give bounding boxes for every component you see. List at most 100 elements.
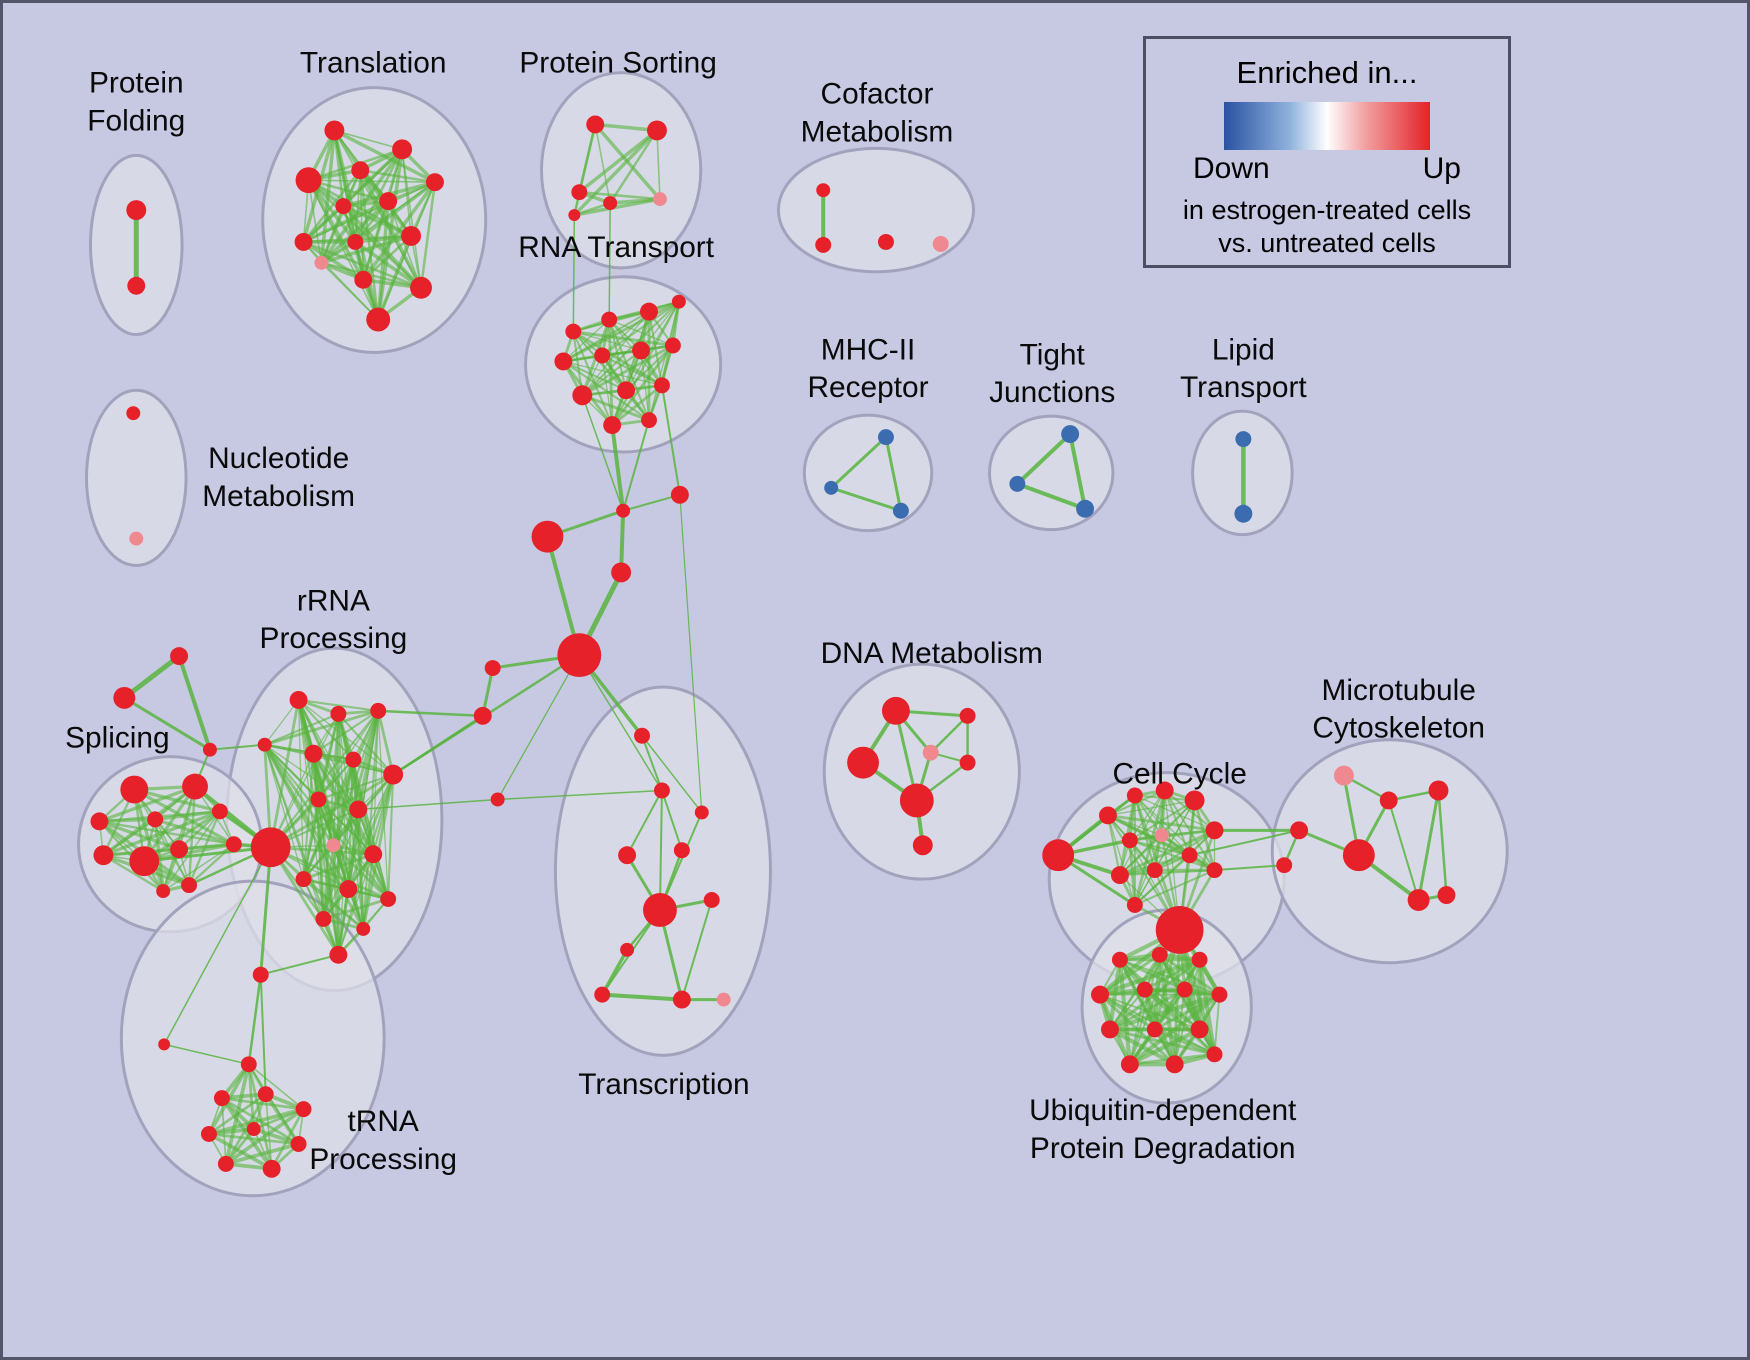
edge-c9-mc4 <box>1188 829 1301 857</box>
edge-mc2-mc6 <box>1387 799 1420 902</box>
node-rt11 <box>653 377 670 394</box>
edge-tr2-tr3 <box>122 696 212 752</box>
node-r4 <box>257 737 272 752</box>
edge-rt4-rt13 <box>648 301 680 421</box>
node-tc6 <box>643 893 677 927</box>
node-t4 <box>392 139 413 160</box>
node-u10 <box>1190 1020 1209 1039</box>
node-s4 <box>147 811 164 828</box>
node-c6 <box>1205 821 1224 840</box>
node-ps2 <box>647 120 667 141</box>
edge-tr1-tr3 <box>177 654 212 752</box>
node-t6 <box>335 198 352 215</box>
edge-r7-r8 <box>269 773 395 849</box>
edge-rt4-rt9 <box>581 300 680 397</box>
edge-t10-t12 <box>361 234 413 282</box>
edge-r15-r16 <box>322 897 390 921</box>
node-rt8 <box>664 337 681 354</box>
edge-t3-t8 <box>302 168 362 244</box>
node-t9 <box>347 233 364 250</box>
node-h2 <box>257 1086 274 1103</box>
edge-mc3-mc7 <box>1437 789 1448 897</box>
node-b3 <box>490 792 505 807</box>
cluster-ellipse-nucleotide-metabolism <box>85 388 188 568</box>
node-tn2 <box>158 1038 171 1051</box>
node-t12 <box>354 270 373 289</box>
edge-h4-h6 <box>207 1132 300 1146</box>
edge-rt11-rt12 <box>610 383 664 427</box>
node-rt5 <box>554 352 573 371</box>
edge-c12-mc8 <box>1213 864 1286 872</box>
edge-rt4-rt5 <box>561 300 681 363</box>
edge-rt7-rt9 <box>581 349 643 397</box>
node-rt9 <box>572 385 593 406</box>
edge-t1-t4 <box>333 129 403 151</box>
node-r14 <box>339 880 358 899</box>
edge-rt9-rt13 <box>580 393 651 422</box>
edge-r3-r4 <box>263 709 380 747</box>
cluster-ellipse-transcription <box>553 685 772 1057</box>
cluster-label-splicing: Splicing <box>65 722 170 755</box>
edge-r11-r16 <box>322 844 335 920</box>
node-r16 <box>315 910 332 927</box>
node-t2 <box>295 167 322 194</box>
node-u5 <box>1136 981 1153 998</box>
edge-rt6-rt11 <box>601 354 663 387</box>
edge-t7-t8 <box>301 199 390 244</box>
edge-h4-h8 <box>207 1132 274 1171</box>
edge-r7-r15 <box>387 773 395 901</box>
node-tj1 <box>1061 425 1080 444</box>
edge-s2-s3 <box>97 784 197 824</box>
node-ps4 <box>603 196 618 211</box>
node-c13 <box>1155 905 1204 954</box>
node-c8 <box>1154 828 1169 843</box>
node-u12 <box>1165 1055 1184 1074</box>
node-s1 <box>120 775 149 804</box>
node-c4 <box>1155 781 1174 800</box>
node-t7 <box>379 192 398 211</box>
node-c10 <box>1110 866 1129 885</box>
node-tc9 <box>594 986 611 1003</box>
edge-tc2-tc6 <box>658 789 663 911</box>
edge-rt4-rt12 <box>611 300 680 427</box>
node-cm4 <box>932 235 949 252</box>
edge-s5-s6 <box>101 809 222 857</box>
edge-t3-t14 <box>359 168 380 321</box>
node-x2 <box>531 520 564 553</box>
edge-r1-r4 <box>264 699 300 746</box>
node-tc10 <box>672 990 691 1009</box>
node-rt6 <box>594 347 611 364</box>
edge-r5-r13 <box>302 752 315 881</box>
edge-t10-t11 <box>319 234 413 265</box>
node-t11 <box>314 255 329 270</box>
edge-c2-c12 <box>1106 813 1216 872</box>
node-u3 <box>1191 951 1208 968</box>
node-rt12 <box>603 416 622 435</box>
legend-title: Enriched in... <box>1236 55 1418 90</box>
node-mc5 <box>1342 839 1375 872</box>
edge-tc2-tc5 <box>660 789 683 852</box>
node-nm2 <box>129 531 144 546</box>
edge-x3-x1 <box>622 493 681 512</box>
edge-t6-t13 <box>341 204 423 290</box>
node-mc7 <box>1437 886 1456 905</box>
node-s10 <box>181 877 198 894</box>
edge-rt8-rt10 <box>625 344 674 392</box>
node-mc6 <box>1407 889 1430 911</box>
node-r11 <box>326 838 341 853</box>
edge-r12-r17 <box>362 853 375 930</box>
edge-s6-s11 <box>102 854 165 893</box>
edge-c4-c7 <box>1129 789 1166 841</box>
edge-c3-c12 <box>1134 794 1216 871</box>
node-tr3 <box>202 742 217 757</box>
node-h7 <box>217 1155 234 1172</box>
node-c1 <box>1042 839 1075 872</box>
node-b2 <box>473 706 492 725</box>
edge-r13-r17 <box>302 877 365 931</box>
edge-r18-tn1 <box>259 953 340 976</box>
node-tr1 <box>170 647 189 666</box>
node-s5 <box>211 803 228 820</box>
node-ps5 <box>652 192 667 207</box>
edge-x1-x4 <box>619 508 626 575</box>
